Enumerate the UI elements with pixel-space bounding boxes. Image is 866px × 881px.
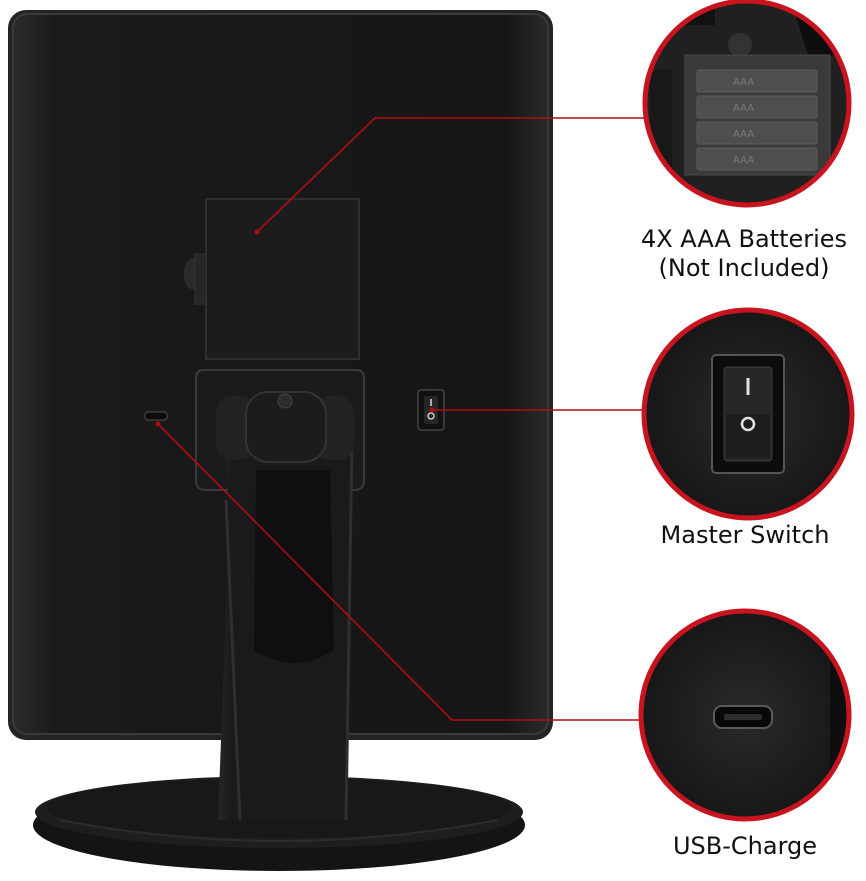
mirror-base — [33, 776, 525, 871]
master-switch-label: Master Switch — [660, 521, 830, 549]
battery-compartment-cover — [184, 198, 360, 360]
battery-cell-label: AAA — [733, 77, 754, 88]
stand-arm — [218, 420, 354, 821]
leader-lines — [157, 117, 648, 721]
leader-dots — [155, 229, 435, 427]
stand-hinge — [216, 391, 354, 463]
battery-cells — [696, 69, 818, 171]
battery-cell-label: AAA — [733, 155, 754, 166]
battery-zoom-callout: AAA AAA AAA AAA — [642, 0, 852, 208]
switch-zoom-callout — [641, 307, 855, 521]
battery-cell-label: AAA — [733, 103, 754, 114]
batteries-label-line1: 4X AAA Batteries — [640, 225, 848, 253]
battery-cell-label: AAA — [733, 129, 754, 140]
usb-port — [144, 411, 168, 421]
batteries-label-line2: (Not Included) — [658, 254, 830, 282]
usb-zoom-callout — [638, 608, 852, 822]
usb-charge-label: USB-Charge — [672, 832, 818, 860]
batteries-label: 4X AAA Batteries (Not Included) — [622, 225, 866, 283]
